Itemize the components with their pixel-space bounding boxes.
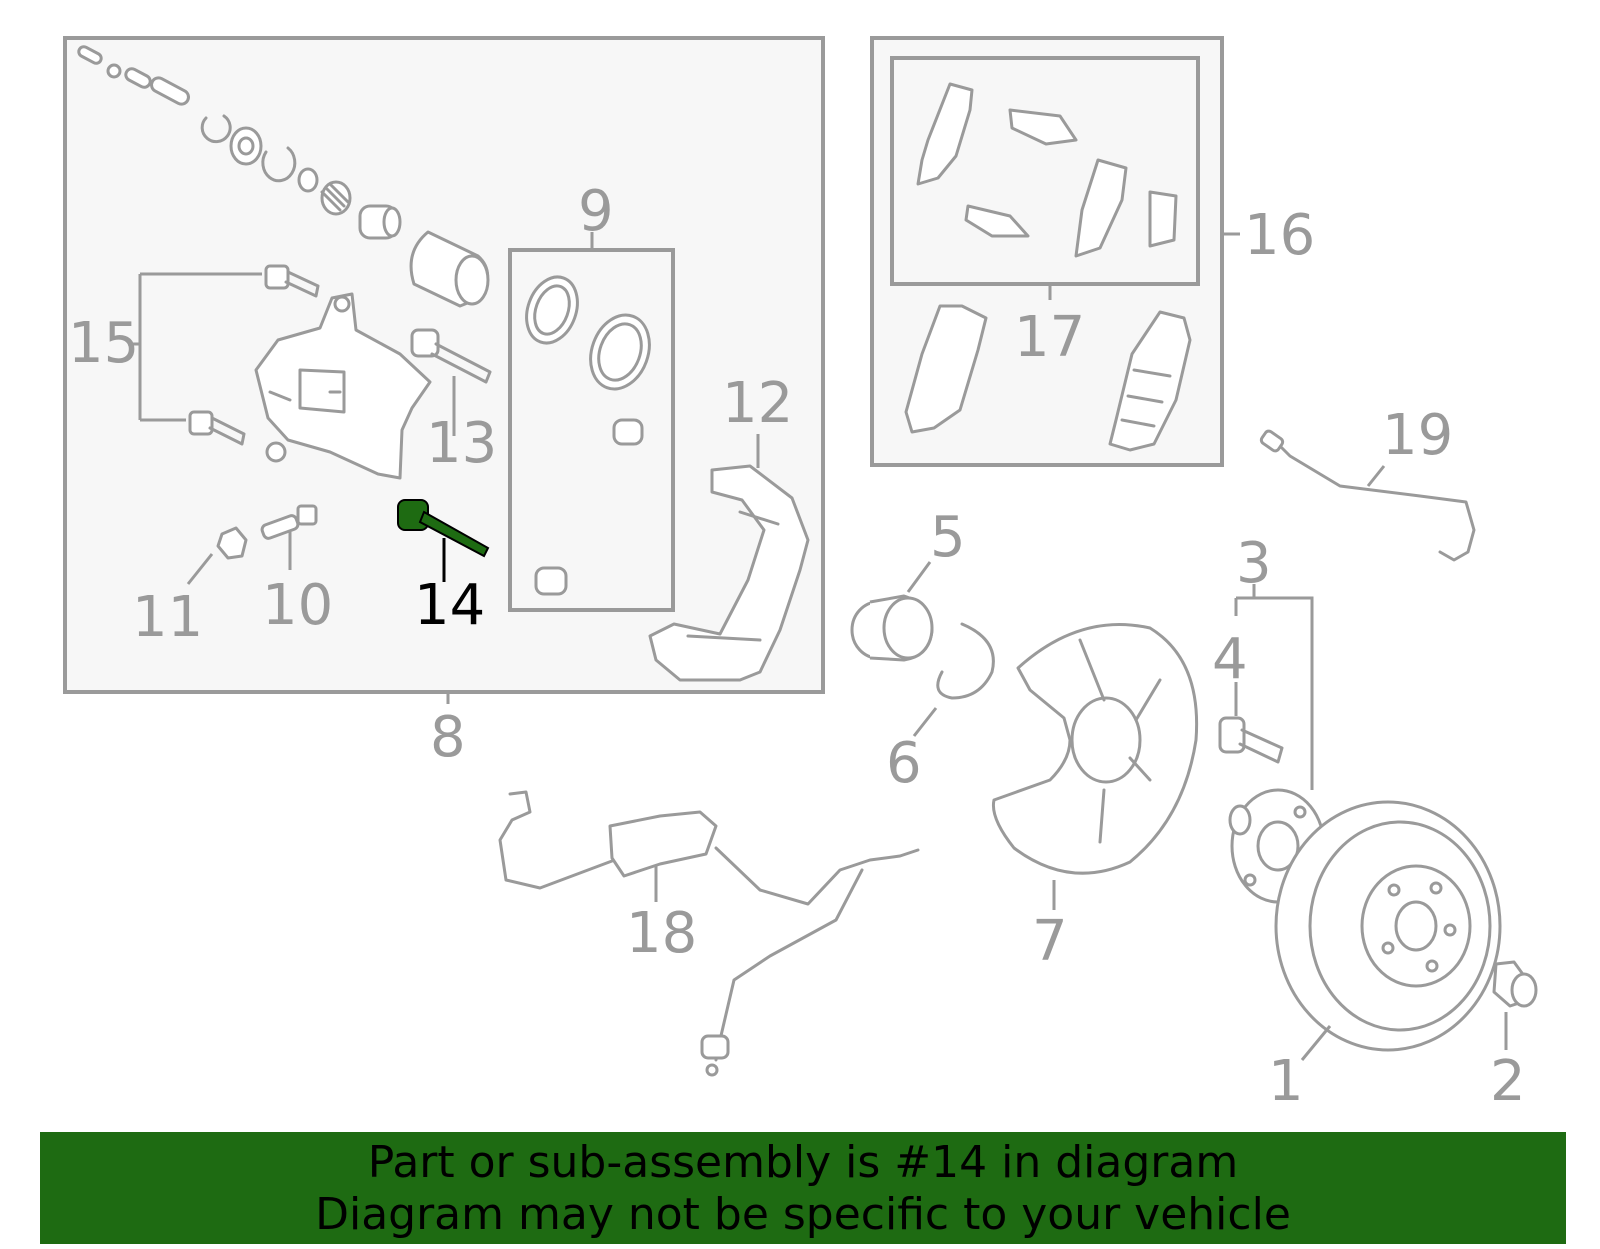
callout-2: 2 <box>1490 1049 1526 1114</box>
bracket-bolts <box>188 264 320 446</box>
brake-pads <box>904 304 1192 452</box>
banner-line-disclaimer: Diagram may not be specific to your vehi… <box>315 1189 1291 1240</box>
guide-pin-13 <box>410 328 492 384</box>
brake-rotor <box>1274 800 1502 1052</box>
callout-4: 4 <box>1212 627 1248 692</box>
caliper-bracket <box>648 464 810 682</box>
callout-14: 14 <box>414 573 485 638</box>
callout-3: 3 <box>1236 531 1272 596</box>
pad-hardware-clips <box>916 82 1178 258</box>
callout-11: 11 <box>132 585 203 650</box>
callout-8: 8 <box>430 705 466 770</box>
caliper-housing <box>254 292 432 480</box>
callout-19: 19 <box>1382 403 1453 468</box>
callout-6: 6 <box>886 731 922 796</box>
leader-lines <box>128 232 1508 1061</box>
bleeder-parts <box>216 504 318 560</box>
caliper-assembly-box <box>63 36 825 694</box>
callout-5: 5 <box>930 505 966 570</box>
callout-16: 16 <box>1244 203 1315 268</box>
callout-7: 7 <box>1032 909 1068 974</box>
callout-10: 10 <box>262 573 333 638</box>
seal-kit-parts <box>525 275 651 596</box>
callout-17: 17 <box>1014 305 1085 370</box>
callout-15: 15 <box>68 311 139 376</box>
part-info-banner: Part or sub-assembly is #14 in diagram D… <box>40 1132 1566 1244</box>
callout-1: 1 <box>1268 1049 1304 1114</box>
piston-5 <box>850 594 995 700</box>
guide-pin-14-highlighted <box>397 499 490 558</box>
brake-hose-19 <box>1259 429 1476 562</box>
callout-12: 12 <box>722 371 793 436</box>
piston-parts <box>77 45 490 308</box>
callout-13: 13 <box>426 411 497 476</box>
callout-labels: 1 2 3 4 5 6 7 8 9 10 11 12 13 14 15 16 1… <box>68 179 1526 1114</box>
hub-nut <box>1492 960 1538 1008</box>
callout-9: 9 <box>578 179 614 244</box>
banner-line-part: Part or sub-assembly is #14 in diagram <box>367 1137 1239 1188</box>
dust-shield <box>991 622 1199 875</box>
abs-sensor-wire <box>498 790 920 1077</box>
callout-18: 18 <box>626 901 697 966</box>
